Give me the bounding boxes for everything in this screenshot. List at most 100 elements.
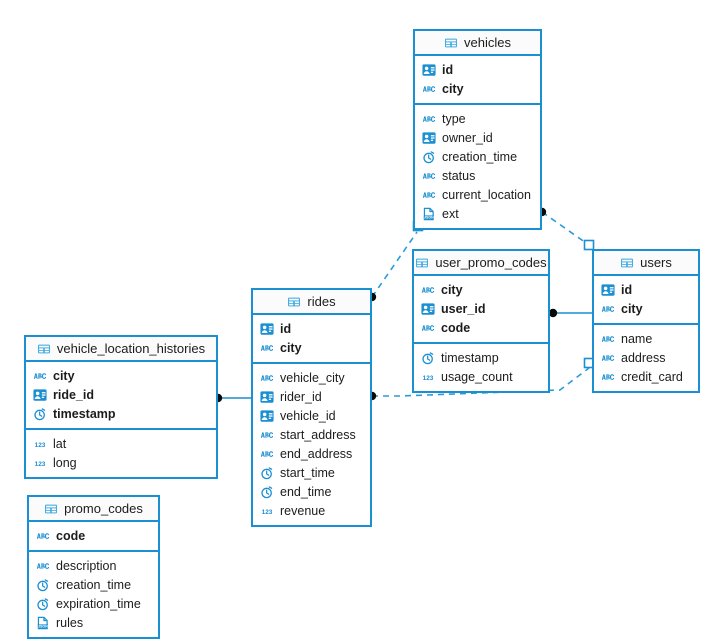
field-row[interactable]: creation_time: [415, 147, 540, 166]
id-card-icon: [422, 63, 436, 76]
field-label: credit_card: [621, 369, 683, 384]
field-row[interactable]: timestamp: [26, 404, 216, 423]
clock-icon: [261, 466, 273, 479]
field-row[interactable]: id: [253, 319, 370, 338]
abc-text-icon: [36, 562, 50, 569]
field-label: user_id: [441, 301, 486, 316]
field-label: timestamp: [53, 406, 116, 421]
relationship-vlh-rides[interactable]: [213, 393, 251, 403]
primary-key-section: id city: [253, 315, 370, 364]
field-row[interactable]: ride_id: [26, 385, 216, 404]
table-grid-icon: [416, 258, 429, 267]
entity-table-user_promo_codes[interactable]: user_promo_codes city user_id code times…: [412, 249, 550, 393]
table-header[interactable]: vehicles: [415, 31, 540, 56]
field-row[interactable]: expiration_time: [29, 594, 158, 613]
field-row[interactable]: 123 usage_count: [414, 367, 548, 386]
relationship-upc-users[interactable]: [548, 308, 592, 318]
table-header[interactable]: user_promo_codes: [414, 251, 548, 276]
field-label: code: [56, 528, 86, 543]
field-row[interactable]: city: [594, 299, 698, 318]
field-row[interactable]: start_time: [253, 463, 370, 482]
field-label: lat: [53, 436, 67, 451]
field-row[interactable]: city: [414, 280, 548, 299]
field-label: description: [56, 558, 117, 573]
field-row[interactable]: id: [415, 60, 540, 79]
field-row[interactable]: current_location: [415, 185, 540, 204]
table-header[interactable]: users: [594, 251, 698, 276]
field-label: usage_count: [441, 369, 513, 384]
relationship-vehicles-users[interactable]: [537, 207, 595, 251]
id-card-icon: [601, 283, 615, 296]
field-row[interactable]: id: [594, 280, 698, 299]
entity-table-vehicles[interactable]: vehicles id city type owner_id creation_…: [413, 29, 542, 230]
table-grid-icon: [37, 344, 50, 353]
field-row[interactable]: type: [415, 109, 540, 128]
entity-table-users[interactable]: users id city name address credit_ca: [592, 249, 700, 393]
123-number-icon: 123: [262, 508, 273, 515]
table-name: promo_codes: [64, 501, 143, 516]
entity-table-promo_codes[interactable]: promo_codes code description creation_ti…: [27, 495, 160, 639]
field-row[interactable]: 123 long: [26, 453, 216, 472]
abc-text-icon: [601, 305, 615, 312]
field-row[interactable]: vehicle_id: [253, 406, 370, 425]
table-header[interactable]: promo_codes: [29, 497, 158, 522]
abc-text-icon: [260, 374, 274, 381]
table-name: rides: [307, 294, 336, 309]
field-row[interactable]: user_id: [414, 299, 548, 318]
field-label: timestamp: [441, 350, 499, 365]
field-label: long: [53, 455, 77, 470]
field-row[interactable]: code: [414, 318, 548, 337]
field-row[interactable]: address: [594, 348, 698, 367]
id-card-icon: [422, 131, 436, 144]
field-row[interactable]: credit_card: [594, 367, 698, 386]
field-row[interactable]: owner_id: [415, 128, 540, 147]
json-document-icon: JSON: [423, 207, 434, 220]
svg-text:123: 123: [262, 508, 273, 515]
field-row[interactable]: 123 lat: [26, 434, 216, 453]
field-label: creation_time: [56, 577, 132, 592]
attributes-section: description creation_time expiration_tim…: [29, 552, 158, 637]
field-row[interactable]: timestamp: [414, 348, 548, 367]
field-row[interactable]: vehicle_city: [253, 368, 370, 387]
field-label: city: [53, 368, 75, 383]
field-row[interactable]: JSON ext: [415, 204, 540, 223]
field-label: city: [621, 301, 643, 316]
field-row[interactable]: end_time: [253, 482, 370, 501]
field-row[interactable]: status: [415, 166, 540, 185]
field-row[interactable]: JSON rules: [29, 613, 158, 632]
field-row[interactable]: creation_time: [29, 575, 158, 594]
field-row[interactable]: end_address: [253, 444, 370, 463]
table-name: users: [640, 255, 672, 270]
table-grid-icon: [45, 504, 58, 513]
field-label: status: [442, 168, 476, 183]
clock-icon: [37, 597, 49, 610]
table-header[interactable]: rides: [253, 290, 370, 315]
field-row[interactable]: 123 revenue: [253, 501, 370, 520]
svg-text:123: 123: [35, 460, 46, 467]
field-row[interactable]: rider_id: [253, 387, 370, 406]
table-name: vehicles: [464, 35, 511, 50]
abc-text-icon: [36, 532, 50, 539]
id-card-icon: [260, 409, 274, 422]
field-label: owner_id: [442, 130, 493, 145]
svg-text:JSON: JSON: [424, 215, 434, 219]
field-row[interactable]: start_address: [253, 425, 370, 444]
field-label: vehicle_city: [280, 370, 345, 385]
clock-icon: [261, 485, 273, 498]
svg-text:JSON: JSON: [38, 624, 48, 628]
entity-table-vehicle_location_histories[interactable]: vehicle_location_histories city ride_id …: [24, 335, 218, 479]
field-label: ext: [442, 206, 459, 221]
field-row[interactable]: code: [29, 526, 158, 545]
field-row[interactable]: city: [415, 79, 540, 98]
entity-table-rides[interactable]: rides id city vehicle_city rider_id ve: [251, 288, 372, 527]
field-row[interactable]: city: [253, 338, 370, 357]
table-header[interactable]: vehicle_location_histories: [26, 337, 216, 362]
field-row[interactable]: city: [26, 366, 216, 385]
field-label: vehicle_id: [280, 408, 336, 423]
svg-text:123: 123: [35, 441, 46, 448]
abc-text-icon: [601, 335, 615, 342]
field-row[interactable]: name: [594, 329, 698, 348]
clock-icon: [423, 150, 435, 163]
field-row[interactable]: description: [29, 556, 158, 575]
field-label: type: [442, 111, 466, 126]
